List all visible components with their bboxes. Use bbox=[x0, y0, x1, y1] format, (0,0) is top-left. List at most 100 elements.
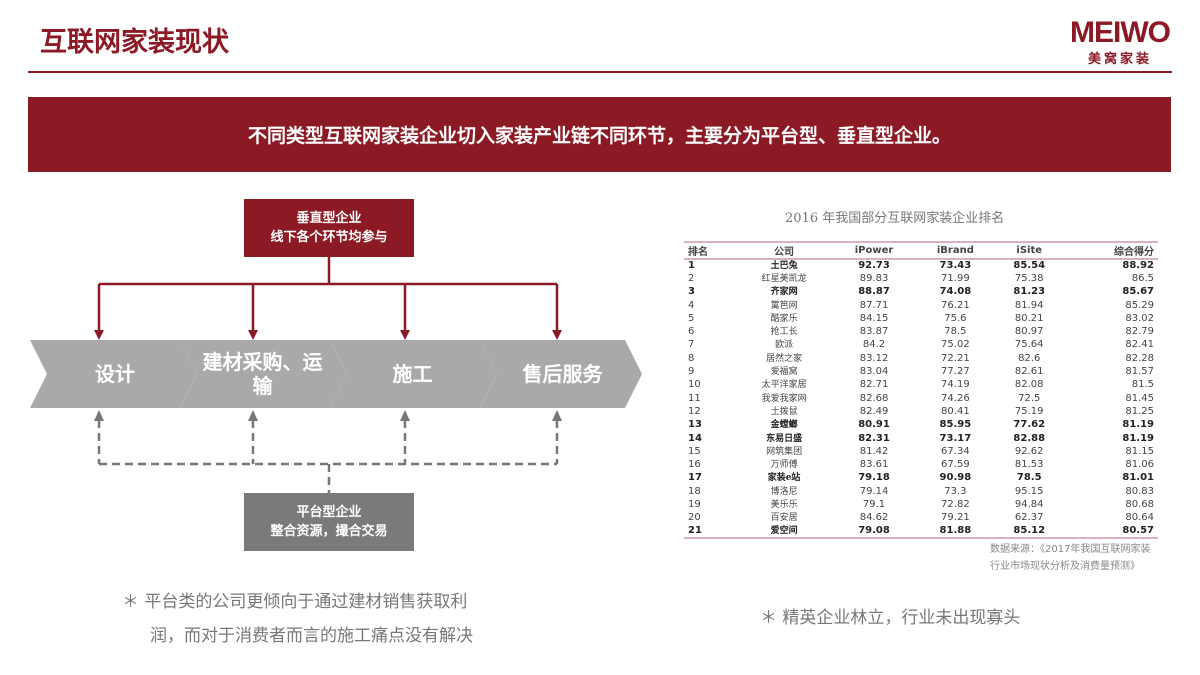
table-cell: 81.25 bbox=[1125, 405, 1154, 417]
table-cell: 81.23 bbox=[1013, 286, 1046, 298]
table-cell: 13 bbox=[688, 419, 702, 431]
table-cell: 80.64 bbox=[1125, 512, 1154, 524]
table-cell: 82.71 bbox=[859, 379, 889, 391]
table-cell: 78.5 bbox=[1016, 472, 1042, 484]
stage-chevron bbox=[180, 340, 347, 408]
table-cell: 84.2 bbox=[862, 339, 886, 351]
table-cell: 80.68 bbox=[1125, 498, 1154, 510]
table-cell: 网筑集团 bbox=[766, 446, 803, 457]
table-cell: 欧派 bbox=[775, 340, 794, 351]
table-cell: 88.87 bbox=[858, 286, 890, 298]
table-cell: 2 bbox=[688, 272, 695, 284]
table-cell: 72.82 bbox=[941, 498, 970, 510]
table-cell: 89.83 bbox=[859, 272, 889, 284]
note-line: ＊ 平台类的公司更倾向于通过建材销售获取利 bbox=[122, 592, 468, 612]
table-cell: 85.95 bbox=[939, 419, 972, 431]
table-cell: 80.57 bbox=[1063, 524, 1158, 540]
table-cell: 21 bbox=[684, 524, 736, 540]
table-cell: 美乐乐 bbox=[770, 499, 798, 510]
market-note: ＊ 精英企业林立，行业未出现寡头 bbox=[760, 608, 1021, 628]
table-cell: 81.45 bbox=[1125, 392, 1154, 404]
table-cell: 71.99 bbox=[941, 272, 970, 284]
flow-diagram bbox=[30, 257, 642, 493]
platform-label: 平台型企业 bbox=[296, 505, 362, 520]
table-cell: 6 bbox=[688, 326, 695, 338]
table-cell: 12 bbox=[688, 405, 701, 417]
stage-chevron bbox=[480, 340, 642, 408]
table-cell: 爱福窝 bbox=[770, 367, 798, 378]
table-cell: 72.21 bbox=[941, 352, 970, 364]
table-cell: 82.79 bbox=[1125, 326, 1154, 338]
vertical-label: 垂直型企业 bbox=[296, 211, 362, 226]
note-line: 润，而对于消费者而言的施工痛点没有解决 bbox=[150, 626, 473, 646]
table-cell: 77.27 bbox=[941, 366, 970, 378]
table-cell: 92.62 bbox=[1014, 445, 1044, 457]
stage-construction: 施工 bbox=[392, 362, 433, 386]
table-cell: 79.21 bbox=[941, 512, 970, 524]
table-cell: 83.61 bbox=[859, 459, 889, 471]
stage-chevron bbox=[330, 340, 497, 408]
column-header: iPower bbox=[832, 241, 916, 260]
table-cell: 10 bbox=[688, 379, 701, 391]
table-cell: 85.67 bbox=[1122, 286, 1154, 298]
table-cell: 80.83 bbox=[1125, 485, 1154, 497]
table-cell: 82.31 bbox=[858, 432, 890, 444]
table-cell: 14 bbox=[688, 432, 702, 444]
table-cell: 5 bbox=[688, 312, 695, 324]
summary-banner: 不同类型互联网家装企业切入家装产业链不同环节，主要分为平台型、垂直型企业。 bbox=[28, 97, 1171, 172]
table-cell: 82.49 bbox=[859, 405, 889, 417]
table-cell: 75.19 bbox=[1014, 405, 1044, 417]
source-line: 数据来源：《2017年我国互联网家装 bbox=[990, 544, 1151, 555]
logo-subtext: 美窝家装 bbox=[1087, 52, 1152, 67]
column-header: iBrand bbox=[915, 241, 996, 260]
table-cell: 87.71 bbox=[859, 299, 889, 311]
table-cell: 82.88 bbox=[1013, 432, 1046, 444]
table-cell: 83.02 bbox=[1125, 312, 1154, 324]
table-cell: 67.34 bbox=[941, 445, 970, 457]
table-cell: 9 bbox=[688, 366, 695, 378]
table-cell: 81.15 bbox=[1125, 445, 1154, 457]
table-cell: 东易日盛 bbox=[766, 433, 803, 444]
table-cell: 73.17 bbox=[939, 432, 972, 444]
table-cell: 77.62 bbox=[1013, 419, 1046, 431]
table-cell: 81.88 bbox=[915, 524, 996, 540]
data-source: 数据来源：《2017年我国互联网家装 行业市场现状分析及消费量预测》 bbox=[990, 541, 1150, 575]
table-cell: 79.1 bbox=[862, 498, 886, 510]
table-cell: 18 bbox=[688, 485, 701, 497]
table-cell: 4 bbox=[688, 299, 695, 311]
table-title: 2016 年我国部分互联网家装企业排名 bbox=[785, 211, 1005, 226]
source-line: 行业市场现状分析及消费量预测》 bbox=[990, 561, 1140, 572]
table-cell: 3 bbox=[688, 286, 695, 298]
table-cell: 74.26 bbox=[941, 392, 970, 404]
table-cell: 73.3 bbox=[944, 485, 967, 497]
table-cell: 92.73 bbox=[858, 260, 890, 272]
stage-after-sales: 售后服务 bbox=[522, 362, 603, 386]
table-cell: 爱空间 bbox=[735, 524, 833, 540]
column-header: 排名 bbox=[684, 241, 736, 260]
column-header: iSite bbox=[995, 241, 1064, 260]
table-cell: 红星美凯龙 bbox=[761, 273, 807, 284]
table-cell: 土拨鼠 bbox=[770, 406, 798, 417]
table-cell: 81.01 bbox=[1122, 472, 1154, 484]
table-cell: 84.62 bbox=[859, 512, 889, 524]
table-cell: 1 bbox=[688, 260, 695, 272]
table-cell: 79.18 bbox=[858, 472, 890, 484]
vertical-enterprise-box: 垂直型企业 线下各个环节均参与 bbox=[244, 199, 414, 257]
table-cell: 抢工长 bbox=[770, 327, 798, 338]
table-cell: 75.02 bbox=[941, 339, 970, 351]
column-header: 综合得分 bbox=[1063, 241, 1158, 260]
table-cell: 82.41 bbox=[1125, 339, 1154, 351]
platform-note: ＊ 平台类的公司更倾向于通过建材销售获取利 润，而对于消费者而言的施工痛点没有解… bbox=[122, 585, 473, 653]
